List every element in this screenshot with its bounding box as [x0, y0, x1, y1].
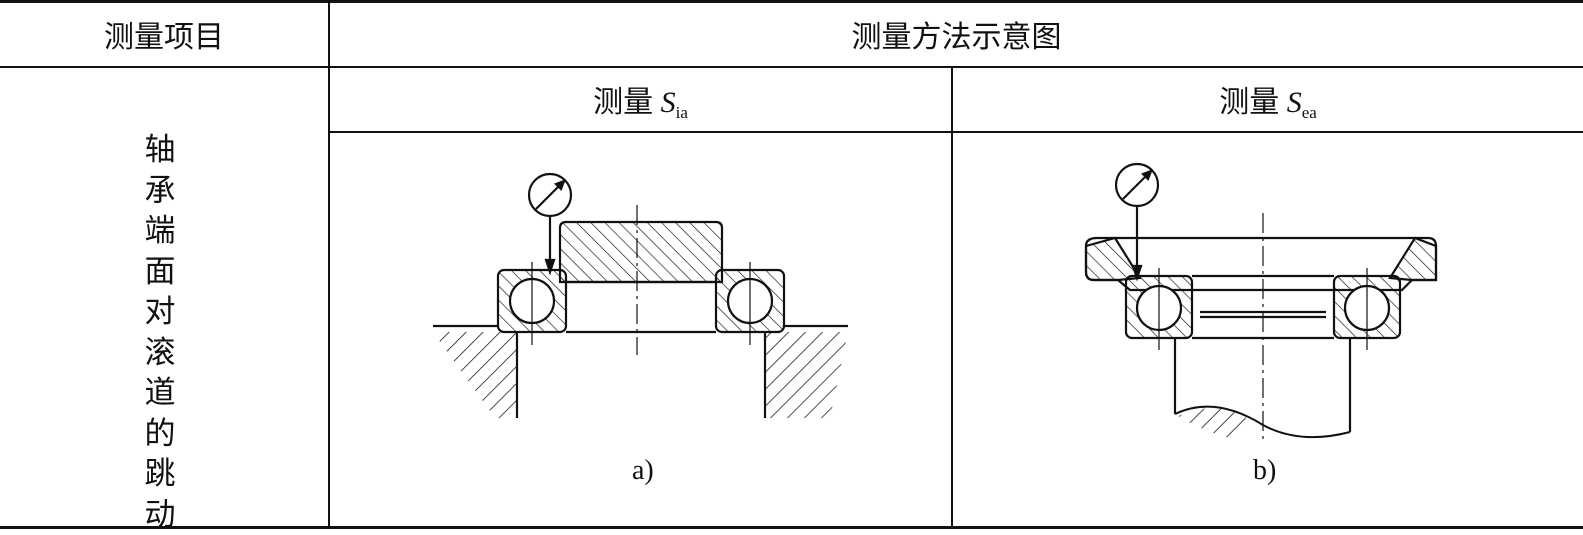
diagram-b: [1086, 164, 1436, 440]
caption-b: b): [1253, 455, 1276, 487]
caption-a: a): [632, 455, 654, 487]
